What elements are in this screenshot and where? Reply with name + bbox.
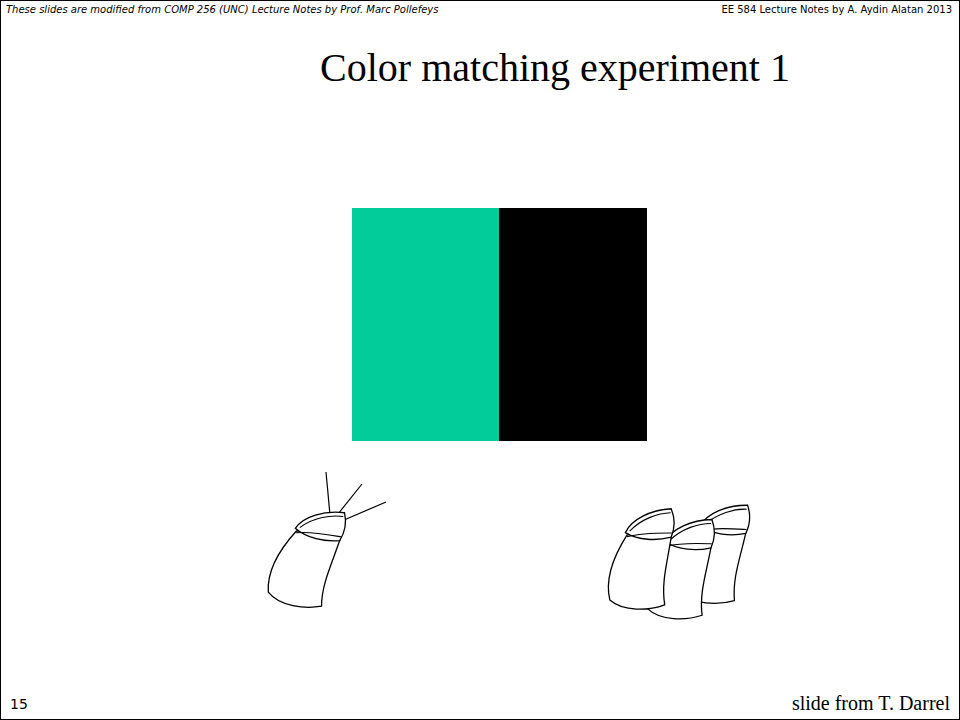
header-note: These slides are modified from COMP 256 … [6,4,438,15]
match-color-patch [499,208,647,441]
page-number: 15 [10,696,28,712]
primary-lamps [605,495,754,624]
test-color-patch [352,208,499,441]
lamp-sketch [263,497,351,615]
lamp-sketch [605,502,678,614]
test-lamp [263,472,386,614]
slide-credit: slide from T. Darrel [792,692,950,715]
slide-title: Color matching experiment 1 [320,44,790,91]
header-course: EE 584 Lecture Notes by A. Aydin Alatan … [721,4,952,15]
